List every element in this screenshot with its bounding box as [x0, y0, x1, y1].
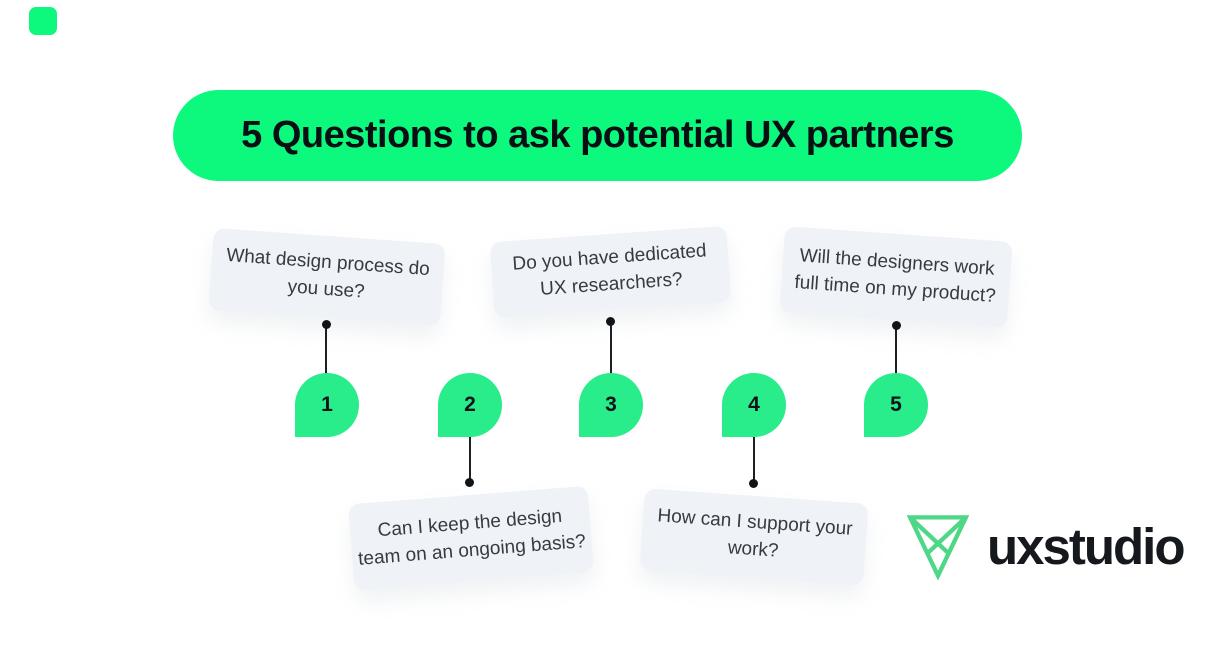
step-bubble-1: 1	[295, 373, 359, 437]
question-card-2: Can I keep the design team on an ongoing…	[347, 485, 595, 591]
step-number-2: 2	[464, 393, 476, 416]
connector-line-3	[610, 324, 612, 374]
question-card-4: How can I support your work?	[639, 488, 869, 586]
question-card-3: Do you have dedicated UX researchers?	[489, 225, 732, 319]
connector-line-2	[469, 437, 471, 480]
connector-dot-5	[892, 321, 901, 330]
step-bubble-5: 5	[864, 373, 928, 437]
question-card-5: Will the designers work full time on my …	[779, 226, 1013, 328]
connector-dot-4	[749, 479, 758, 488]
step-number-4: 4	[748, 393, 760, 416]
uxstudio-mark-icon	[907, 515, 969, 580]
connector-line-5	[895, 327, 897, 374]
connector-line-4	[753, 437, 755, 481]
page-title: 5 Questions to ask potential UX partners	[241, 114, 954, 156]
connector-dot-3	[606, 317, 615, 326]
uxstudio-wordmark: uxstudio	[987, 518, 1185, 575]
step-number-1: 1	[321, 393, 333, 416]
connector-dot-2	[465, 478, 474, 487]
uxstudio-logo: uxstudio	[907, 513, 1185, 580]
connector-line-1	[325, 327, 327, 374]
step-number-3: 3	[605, 393, 617, 416]
step-bubble-4: 4	[722, 373, 786, 437]
step-bubble-2: 2	[438, 373, 502, 437]
question-card-1-line2: you use?	[286, 276, 366, 303]
corner-accent-square	[29, 7, 57, 35]
connector-dot-1	[322, 320, 331, 329]
step-bubble-3: 3	[579, 373, 643, 437]
question-card-4-line2: work?	[727, 537, 780, 562]
question-card-1: What design process do you use?	[208, 228, 446, 326]
step-number-5: 5	[890, 393, 902, 416]
header-banner: 5 Questions to ask potential UX partners	[173, 90, 1022, 181]
